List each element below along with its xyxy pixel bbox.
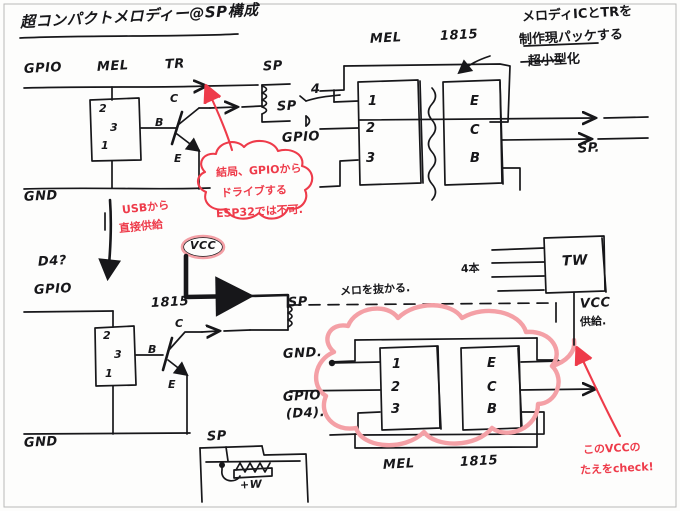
label-sp-bottom: SP — [287, 294, 309, 311]
label-wire-count: 4本 — [460, 261, 480, 276]
pin-label-bot-2: 2 — [103, 329, 112, 342]
label-emitter-top: E — [174, 152, 183, 165]
block-pin-1: 1 — [368, 94, 378, 109]
pin-label-top-3: 3 — [110, 121, 119, 134]
label-emitter-bottom: E — [168, 378, 177, 391]
note-top-line3: 超小型化 — [527, 51, 581, 70]
label-mel-bottom-block: MEL — [382, 456, 415, 473]
label-base-top: B — [155, 116, 164, 129]
bot-block-pin-b: B — [487, 402, 498, 417]
label-base-bottom: B — [148, 343, 157, 356]
label-gpio-top: GPIO — [23, 60, 63, 77]
block-pin-c: C — [470, 123, 481, 138]
label-sp-detail: SP — [206, 428, 228, 445]
label-1815-bottom: 1815 — [150, 294, 190, 311]
bot-block-pin-1: 1 — [392, 357, 402, 372]
label-1815-block: 1815 — [439, 27, 479, 44]
bot-block-pin-2: 2 — [391, 380, 401, 395]
block-pin-3: 3 — [366, 151, 376, 166]
label-vcc-tw: VCC — [579, 295, 611, 312]
bot-block-pin-c: C — [487, 380, 498, 395]
label-gpio-d4-block: (D4). — [285, 404, 326, 423]
block-pin-e: E — [470, 94, 480, 109]
block-pin-b: B — [470, 151, 481, 166]
label-gnd-block: GND. — [282, 344, 323, 363]
label-pin4: 4 — [310, 81, 321, 98]
label-mel-block: MEL — [369, 30, 402, 47]
label-tr-top: TR — [164, 56, 186, 73]
label-mel-top: MEL — [96, 58, 129, 75]
vcc-tag-label: VCC — [190, 239, 217, 252]
label-gnd-bottom: GND — [23, 434, 59, 451]
pin-label-top-1: 1 — [101, 139, 110, 152]
pin-label-bot-3: 3 — [114, 348, 123, 361]
label-gpio-block: GPIO — [282, 388, 322, 405]
label-d4: D4? — [37, 253, 68, 270]
pin-label-bot-1: 1 — [105, 367, 114, 380]
label-gpio-top-right: GPIO — [281, 129, 321, 146]
label-collector-top: C — [170, 92, 179, 105]
label-sp-text-top: SP — [276, 98, 298, 115]
label-tw: TW — [561, 252, 589, 270]
block-pin-2: 2 — [366, 121, 376, 136]
bot-block-pin-e: E — [487, 356, 497, 371]
label-1815-bottom-block: 1815 — [459, 453, 499, 470]
label-sp-out: SP. — [577, 140, 601, 157]
bot-block-pin-3: 3 — [391, 402, 401, 417]
label-gnd-top: GND — [23, 188, 59, 205]
label-sp-symbol-top: SP — [262, 58, 284, 75]
label-watt: +W — [239, 477, 263, 492]
label-gpio-bottom: GPIO — [33, 281, 73, 298]
pin-label-top-2: 2 — [99, 102, 108, 115]
label-supply: 供給. — [579, 314, 607, 329]
label-collector-bottom: C — [175, 317, 184, 330]
